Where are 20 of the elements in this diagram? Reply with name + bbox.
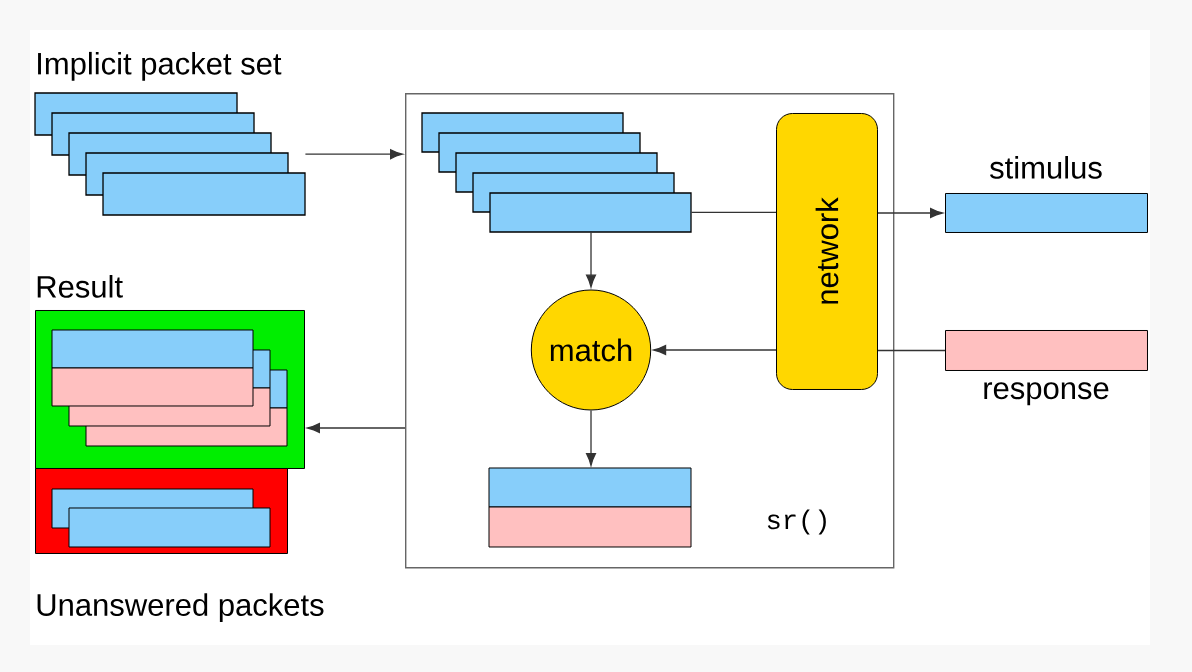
arrow [304,149,403,160]
packet-pair [488,467,692,548]
heading: Unanswered packets [37,593,324,623]
heading: stimulus [990,156,1102,179]
heading: Implicit packet set [38,51,282,81]
packet-stack [421,112,692,233]
function-box [405,93,895,569]
response-packet [945,330,1148,371]
heading: response [984,382,1109,406]
arrow [307,422,406,434]
arrow [877,207,943,219]
arrow [585,409,597,466]
heading: Result [37,275,123,298]
network-box [776,113,878,390]
node-label: network [815,197,839,304]
stimulus-packet [945,193,1148,233]
arrow [585,231,597,288]
function-label: sr() [767,509,826,535]
packet-stack [34,92,306,216]
arrow [653,344,777,356]
